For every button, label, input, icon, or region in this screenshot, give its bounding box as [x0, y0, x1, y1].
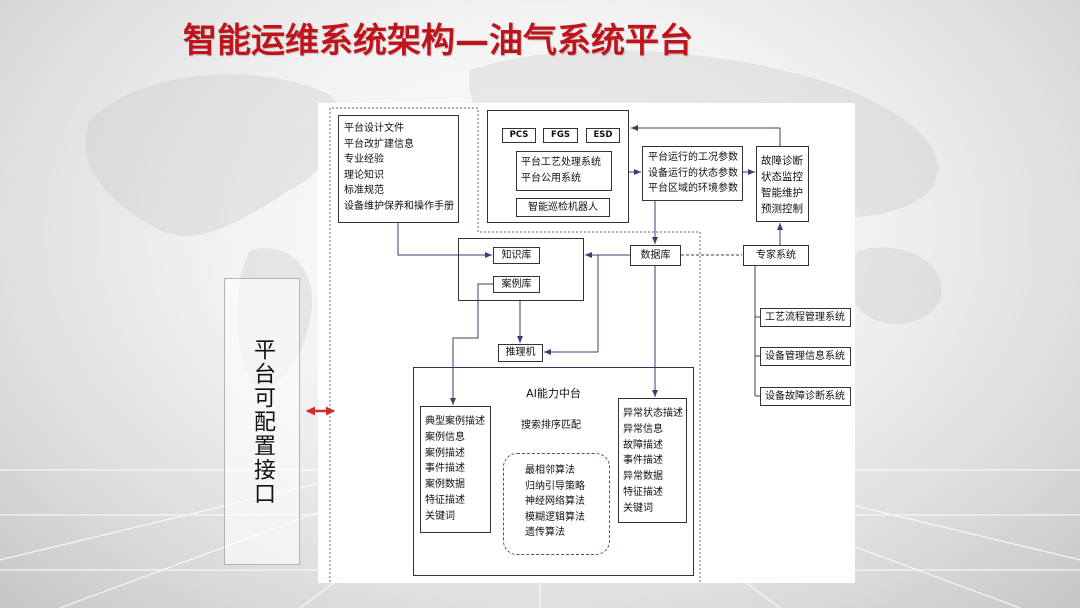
design-source-item: 平台改扩建信息 [344, 138, 414, 150]
smart-functions-box: 故障诊断 状态监控 智能维护 预测控制 [756, 146, 809, 222]
external-system-box: 设备故障诊断系统 [760, 387, 851, 406]
algorithms-box: 最相邻算法 归纳引导策略 神经网络算法 模糊逻辑算法 遗传算法 [503, 453, 610, 555]
external-system-box: 工艺流程管理系统 [760, 308, 851, 327]
design-sources-box: 平台设计文件 平台改扩建信息 专业经验 理论知识 标准规范 设备维护保养和操作手… [338, 115, 459, 223]
case-feature-item: 案例描述 [425, 447, 465, 459]
ai-platform-box: AI能力中台 典型案例描述 案例信息 案例描述 事件描述 案例数据 特征描述 关… [413, 367, 694, 576]
case-feature-item: 案例信息 [425, 431, 465, 443]
design-source-item: 专业经验 [344, 154, 384, 165]
design-source-item: 理论知识 [344, 169, 384, 181]
slide-title: 智能运维系统架构—油气系统平台 [183, 21, 693, 61]
external-system-box: 设备管理信息系统 [760, 347, 851, 366]
esd-box: ESD [586, 128, 620, 143]
control-systems-group: PCS FGS ESD 平台工艺处理系统 平台公用系统 智能巡检机器人 [487, 110, 629, 223]
function-item: 故障诊断 [761, 155, 803, 167]
configurable-interface-panel: 平台可配置接口 [224, 278, 300, 565]
function-item: 状态监控 [761, 171, 803, 183]
anomaly-feature-item: 异常信息 [623, 423, 663, 435]
case-feature-item: 典型案例描述 [425, 416, 485, 427]
case-feature-item: 关键词 [425, 510, 455, 522]
algorithm-item: 遗传算法 [525, 527, 565, 538]
case-base-box: 案例库 [493, 276, 540, 293]
parameter-item: 平台运行的工况参数 [648, 152, 738, 163]
anomaly-feature-item: 异常状态描述 [623, 408, 683, 419]
inspection-robot-box: 智能巡检机器人 [516, 198, 610, 217]
anomaly-feature-item: 故障描述 [623, 439, 663, 451]
design-source-item: 设备维护保养和操作手册 [344, 200, 454, 212]
anomaly-feature-item: 异常数据 [623, 471, 663, 483]
algorithm-item: 模糊逻辑算法 [525, 511, 585, 523]
knowledge-group: 知识库 案例库 [458, 238, 584, 301]
inference-engine-box: 推理机 [498, 344, 543, 362]
anomaly-feature-item: 关键词 [623, 502, 653, 514]
anomaly-features-box: 异常状态描述 异常信息 故障描述 事件描述 异常数据 特征描述 关键词 [618, 398, 687, 523]
case-feature-item: 特征描述 [425, 494, 465, 506]
platform-systems-box: 平台工艺处理系统 平台公用系统 [516, 151, 612, 191]
database-box: 数据库 [630, 245, 681, 266]
design-source-item: 标准规范 [344, 185, 384, 196]
fgs-box: FGS [543, 128, 578, 143]
parameter-item: 设备运行的状态参数 [648, 167, 738, 179]
function-item: 预测控制 [761, 203, 803, 215]
case-features-box: 典型案例描述 案例信息 案例描述 事件描述 案例数据 特征描述 关键词 [420, 406, 491, 533]
expert-system-box: 专家系统 [743, 245, 809, 266]
algorithm-item: 神经网络算法 [525, 496, 585, 507]
anomaly-feature-item: 特征描述 [623, 486, 663, 498]
parameter-item: 平台区域的环境参数 [648, 183, 738, 194]
case-feature-item: 案例数据 [425, 479, 465, 491]
operating-parameters-box: 平台运行的工况参数 设备运行的状态参数 平台区域的环境参数 [642, 146, 743, 201]
knowledge-base-box: 知识库 [493, 247, 540, 264]
platform-system-item: 平台工艺处理系统 [521, 157, 601, 168]
search-matching-label: 搜索排序匹配 [521, 420, 581, 431]
case-feature-item: 事件描述 [425, 463, 465, 475]
anomaly-feature-item: 事件描述 [623, 455, 663, 467]
platform-system-item: 平台公用系统 [521, 173, 581, 184]
algorithm-item: 最相邻算法 [525, 465, 575, 476]
design-source-item: 平台设计文件 [344, 123, 404, 134]
configurable-interface-label: 平台可配置接口 [250, 337, 275, 506]
pcs-box: PCS [502, 128, 536, 143]
algorithm-item: 归纳引导策略 [525, 480, 585, 492]
function-item: 智能维护 [761, 187, 803, 199]
